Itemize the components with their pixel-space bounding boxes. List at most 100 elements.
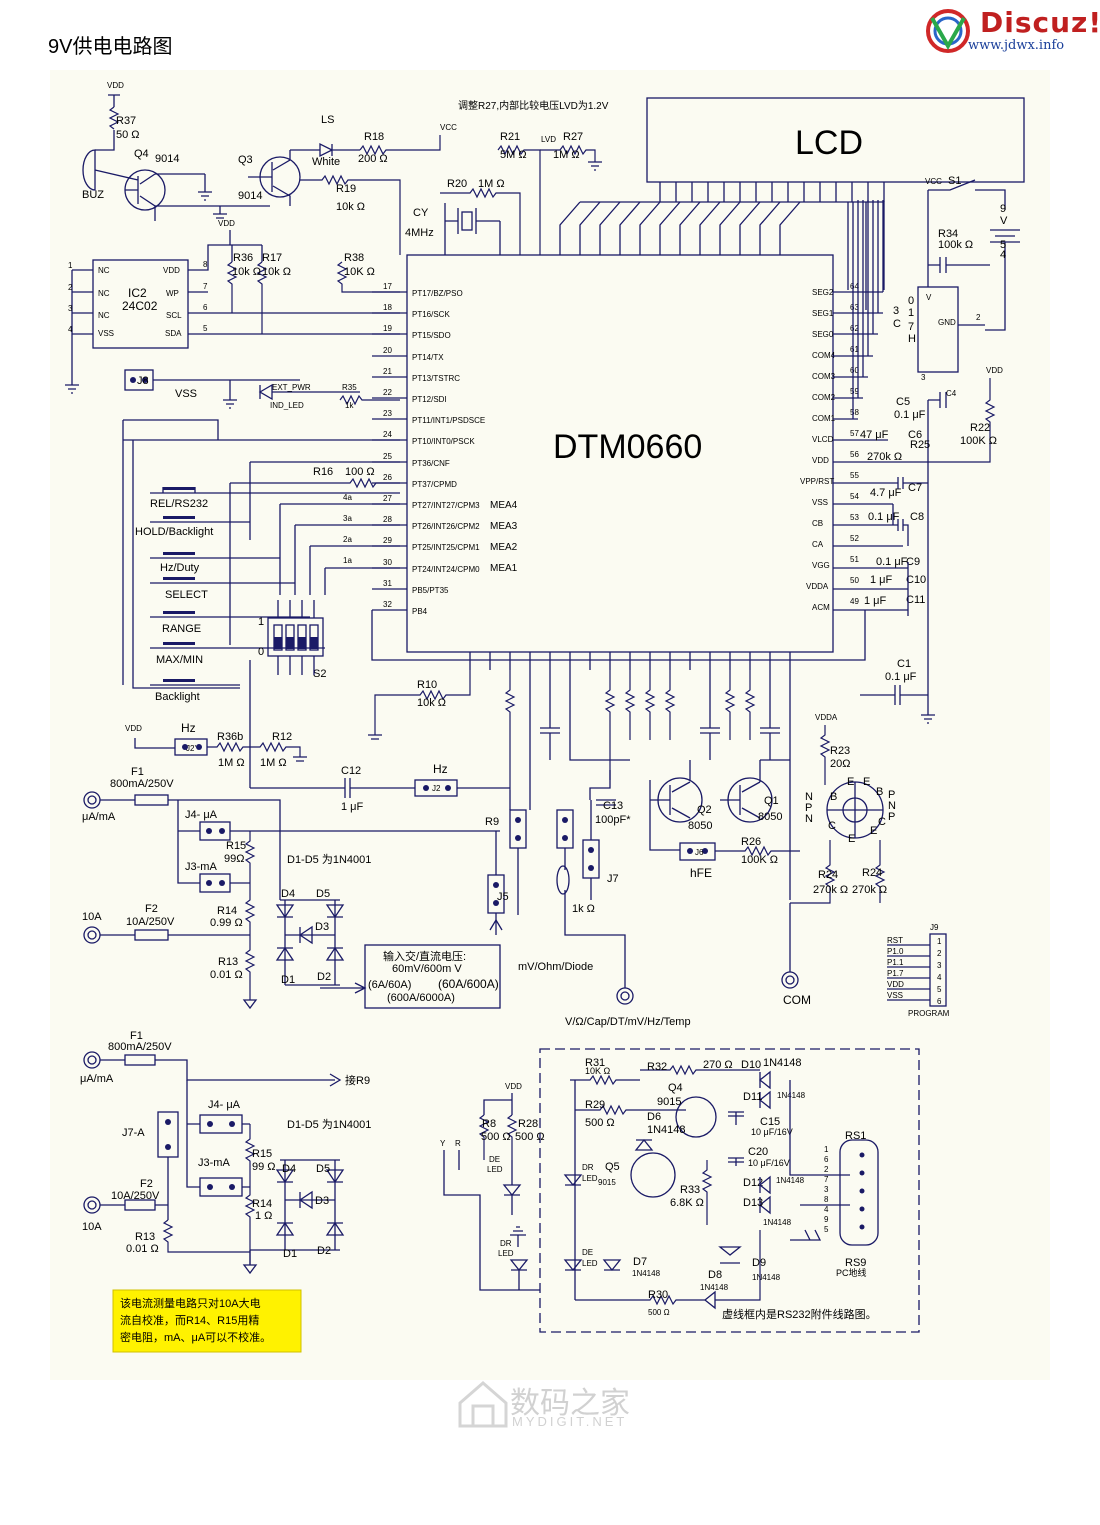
svg-text:R14: R14 bbox=[217, 905, 237, 917]
current-input-top: μA/mA F1 800mA/250V J4- μA J3-mA R9 R15 … bbox=[82, 766, 500, 1010]
svg-text:PT10/INT0/PSCK: PT10/INT0/PSCK bbox=[412, 437, 475, 446]
svg-text:P: P bbox=[888, 789, 895, 801]
svg-text:C6: C6 bbox=[908, 429, 922, 441]
svg-text:19: 19 bbox=[383, 324, 392, 333]
svg-text:52: 52 bbox=[850, 534, 859, 543]
svg-text:62: 62 bbox=[850, 324, 859, 333]
svg-text:COM4: COM4 bbox=[812, 351, 836, 360]
svg-text:CY: CY bbox=[413, 207, 429, 219]
watermark-text: 数码之家 bbox=[510, 1386, 630, 1421]
watermark-subtext: MYDIGIT.NET bbox=[512, 1414, 628, 1429]
svg-text:54: 54 bbox=[850, 492, 859, 501]
svg-text:PT36/CNF: PT36/CNF bbox=[412, 459, 450, 468]
svg-text:1: 1 bbox=[908, 307, 914, 319]
svg-text:R31: R31 bbox=[585, 1057, 605, 1069]
svg-text:55: 55 bbox=[850, 471, 859, 480]
dip-switch-s2[interactable]: 10 S2 bbox=[258, 600, 326, 680]
svg-text:D7: D7 bbox=[633, 1256, 647, 1268]
button-range[interactable]: RANGE bbox=[150, 611, 210, 635]
svg-text:VDDA: VDDA bbox=[815, 713, 838, 722]
svg-text:2: 2 bbox=[937, 949, 942, 958]
svg-text:DR: DR bbox=[582, 1163, 594, 1172]
svg-text:J8: J8 bbox=[137, 375, 149, 387]
svg-text:μA/mA: μA/mA bbox=[80, 1073, 114, 1085]
svg-text:C5: C5 bbox=[896, 396, 910, 408]
svg-text:10k Ω: 10k Ω bbox=[262, 266, 291, 278]
svg-text:63: 63 bbox=[850, 303, 859, 312]
svg-text:1 Ω: 1 Ω bbox=[255, 1210, 272, 1222]
svg-text:64: 64 bbox=[850, 282, 859, 291]
svg-text:White: White bbox=[312, 156, 340, 168]
svg-text:RS9: RS9 bbox=[845, 1257, 866, 1269]
svg-text:N: N bbox=[888, 800, 896, 812]
svg-text:7: 7 bbox=[824, 1175, 829, 1184]
svg-text:5: 5 bbox=[937, 985, 942, 994]
svg-text:6: 6 bbox=[824, 1155, 829, 1164]
svg-text:18: 18 bbox=[383, 303, 392, 312]
svg-text:100K Ω: 100K Ω bbox=[741, 854, 778, 866]
svg-text:C9: C9 bbox=[906, 556, 920, 568]
svg-text:MEA2: MEA2 bbox=[490, 542, 518, 553]
svg-text:VDD: VDD bbox=[125, 724, 142, 733]
svg-text:R30: R30 bbox=[648, 1289, 668, 1301]
svg-text:V: V bbox=[1000, 215, 1008, 227]
svg-text:24: 24 bbox=[383, 430, 392, 439]
svg-text:C10: C10 bbox=[906, 574, 926, 586]
button-select[interactable]: SELECT bbox=[150, 577, 210, 601]
svg-text:CB: CB bbox=[812, 519, 823, 528]
button-hz-duty[interactable]: Hz/Duty bbox=[150, 552, 210, 574]
button-panel: REL/RS232 HOLD/Backlight Hz/Duty SELECT … bbox=[122, 419, 400, 703]
svg-text:8050: 8050 bbox=[758, 811, 782, 823]
svg-text:J5: J5 bbox=[497, 891, 509, 903]
svg-text:25: 25 bbox=[383, 452, 392, 461]
svg-text:10K Ω: 10K Ω bbox=[585, 1066, 611, 1076]
svg-text:LED: LED bbox=[582, 1259, 598, 1268]
svg-text:VDD: VDD bbox=[218, 219, 235, 228]
svg-text:R18: R18 bbox=[364, 131, 384, 143]
svg-text:COM: COM bbox=[783, 993, 811, 1007]
svg-text:WP: WP bbox=[166, 289, 179, 298]
svg-text:1 μF: 1 μF bbox=[864, 595, 887, 607]
svg-text:MEA4: MEA4 bbox=[490, 500, 518, 511]
svg-text:R8: R8 bbox=[482, 1118, 496, 1130]
svg-text:57: 57 bbox=[850, 429, 859, 438]
svg-text:D1-D5 为1N4001: D1-D5 为1N4001 bbox=[287, 853, 371, 866]
svg-text:0.1 μF: 0.1 μF bbox=[894, 409, 926, 421]
button-hold[interactable]: HOLD/Backlight bbox=[135, 516, 213, 538]
svg-text:1N4148: 1N4148 bbox=[752, 1273, 781, 1282]
svg-text:hFE: hFE bbox=[690, 866, 712, 880]
svg-text:1N4148: 1N4148 bbox=[647, 1124, 686, 1136]
svg-text:D5: D5 bbox=[316, 888, 330, 900]
svg-text:10K Ω: 10K Ω bbox=[344, 266, 375, 278]
page-title: 9V供电电路图 bbox=[48, 36, 173, 58]
svg-text:1a: 1a bbox=[343, 556, 352, 565]
svg-text:mV/Ohm/Diode: mV/Ohm/Diode bbox=[518, 961, 593, 973]
svg-text:R34: R34 bbox=[938, 228, 958, 240]
svg-text:SEG2: SEG2 bbox=[812, 288, 834, 297]
svg-text:4: 4 bbox=[937, 973, 942, 982]
svg-text:D1: D1 bbox=[281, 974, 295, 986]
button-backlight[interactable]: Backlight bbox=[150, 679, 210, 703]
svg-text:P: P bbox=[888, 811, 895, 823]
svg-text:COM3: COM3 bbox=[812, 372, 836, 381]
svg-text:2: 2 bbox=[824, 1165, 829, 1174]
svg-text:23: 23 bbox=[383, 409, 392, 418]
svg-text:VSS: VSS bbox=[98, 329, 114, 338]
svg-text:0.1 μF: 0.1 μF bbox=[885, 671, 917, 683]
svg-text:R13: R13 bbox=[218, 956, 238, 968]
svg-text:7: 7 bbox=[908, 321, 914, 333]
svg-text:17: 17 bbox=[383, 282, 392, 291]
button-max-min[interactable]: MAX/MIN bbox=[150, 642, 210, 666]
svg-text:10k Ω: 10k Ω bbox=[232, 266, 261, 278]
button-rel[interactable]: REL/RS232 bbox=[150, 487, 210, 510]
svg-text:4MHz: 4MHz bbox=[405, 227, 434, 239]
svg-text:ACM: ACM bbox=[812, 603, 830, 612]
svg-text:58: 58 bbox=[850, 408, 859, 417]
svg-text:J7: J7 bbox=[607, 873, 619, 885]
svg-text:F1: F1 bbox=[130, 1030, 143, 1042]
calibration-note: 该电流测量电路只对10A大电 流自校准，而R14、R15用精 密电阻，mA、μA… bbox=[112, 1289, 302, 1353]
svg-text:1N4148: 1N4148 bbox=[777, 1091, 806, 1100]
svg-text:NC: NC bbox=[98, 289, 110, 298]
svg-text:26: 26 bbox=[383, 473, 392, 482]
